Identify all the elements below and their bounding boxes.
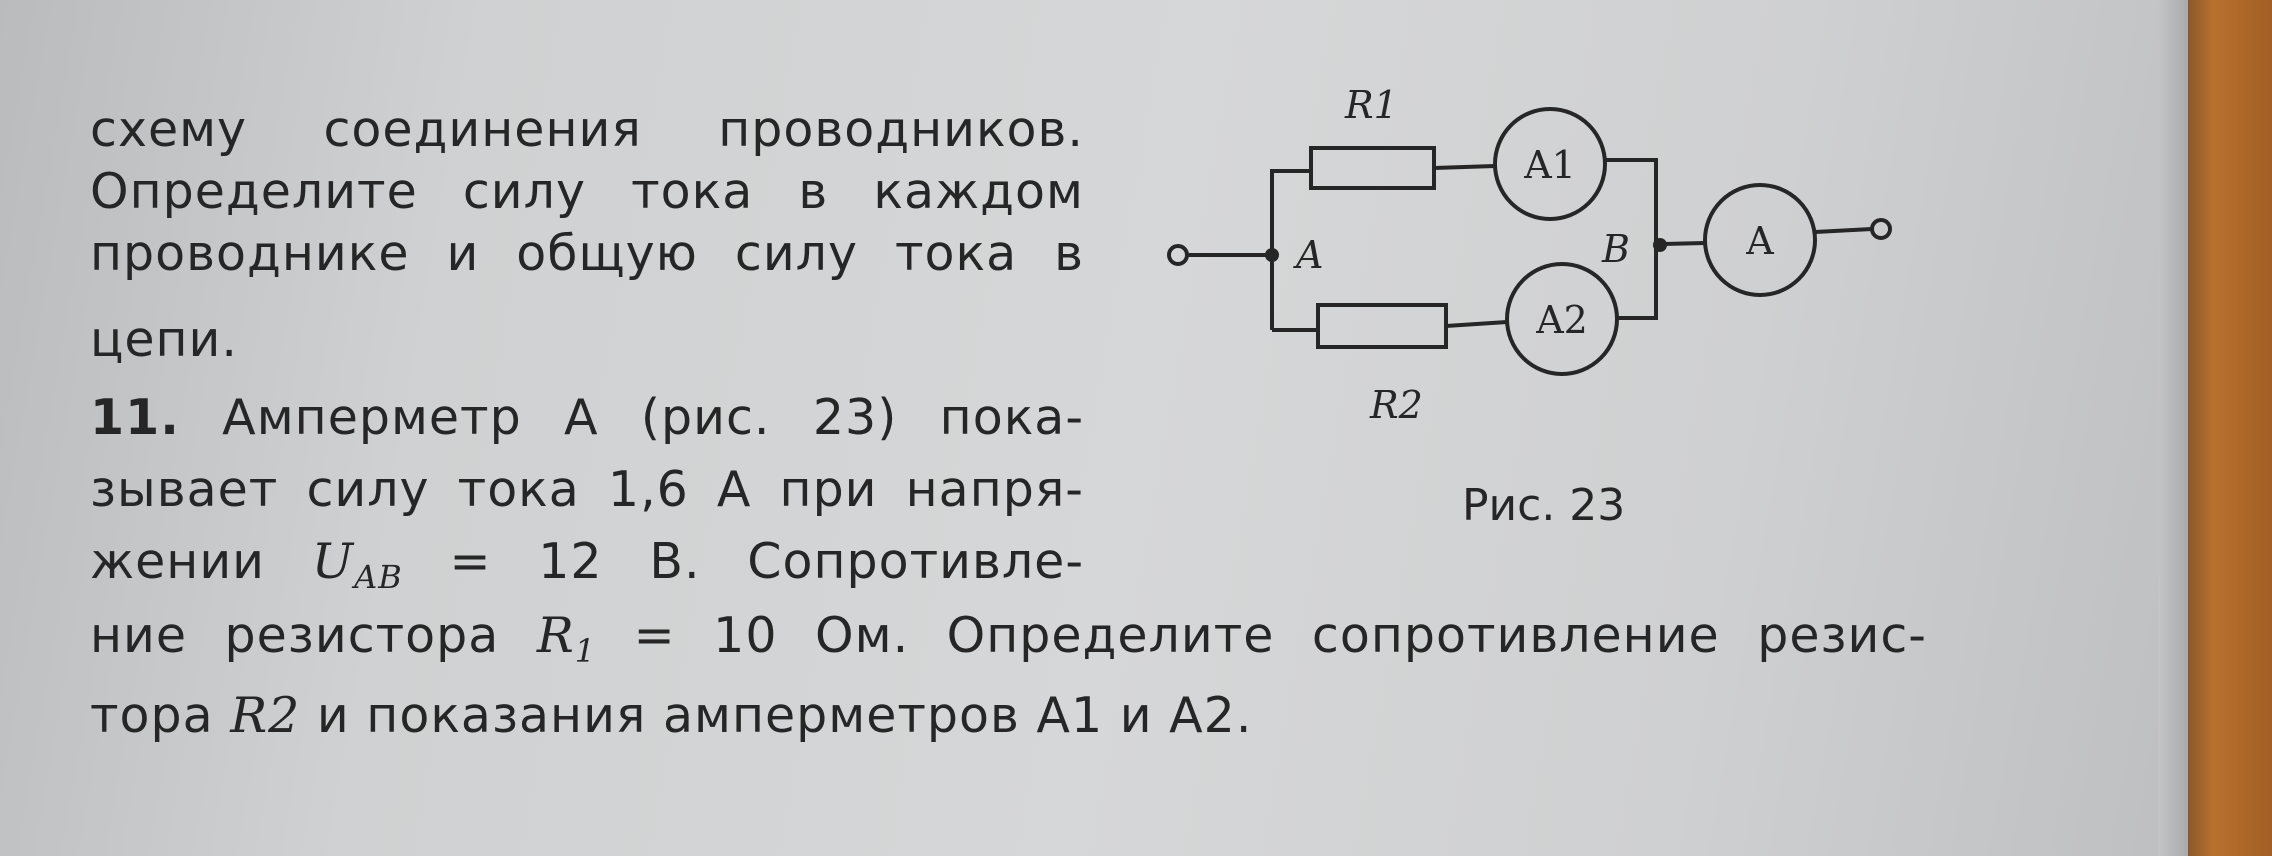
label-a1: A1 xyxy=(1523,143,1576,187)
variable-r2: R2 xyxy=(230,687,301,744)
text-line: проводнике и общую силу тока в xyxy=(90,225,1084,282)
label-node-b: B xyxy=(1601,227,1630,271)
wire xyxy=(1814,227,1873,234)
text-fragment: Амперметр А (рис. 23) пока- xyxy=(222,389,1084,446)
text-line: ние резистора R1 = 10 Ом. Определите соп… xyxy=(90,606,1927,681)
wire xyxy=(1662,241,1706,246)
ammeter-a2 xyxy=(1505,262,1619,376)
terminal-right xyxy=(1870,218,1892,240)
label-r2: R2 xyxy=(1369,383,1423,427)
variable-r1: R1 xyxy=(536,607,597,670)
ammeter-a1 xyxy=(1493,107,1607,221)
label-a: A xyxy=(1745,219,1774,263)
text-line: жении UAB = 12 В. Сопротивле- xyxy=(90,532,1084,607)
text-line: тора R2 и показания амперметров А1 и А2. xyxy=(90,686,1252,746)
problem-11-start: 11. Амперметр А (рис. 23) пока- xyxy=(90,388,1084,448)
label-a2: A2 xyxy=(1535,298,1588,342)
text-fragment: жении xyxy=(90,533,266,590)
variable-u-ab: UAB xyxy=(311,533,403,596)
text-fragment: тора xyxy=(90,687,214,744)
text-line: Определите силу тока в каждом xyxy=(90,163,1084,220)
figure-caption: Рис. 23 xyxy=(1462,480,1626,531)
resistor-r1 xyxy=(1309,146,1436,190)
text-line: зывает силу тока 1,6 А при напря- xyxy=(90,461,1084,518)
wire xyxy=(1270,169,1311,330)
node-b-dot xyxy=(1653,238,1667,252)
wire xyxy=(1433,164,1496,170)
text-line: цепи. xyxy=(90,311,238,368)
resistor-r2 xyxy=(1316,303,1448,349)
terminal-left xyxy=(1167,244,1189,266)
label-node-a: A xyxy=(1293,233,1323,277)
wire xyxy=(1605,158,1658,320)
text-line: схему соединения проводников. xyxy=(90,101,1084,158)
text-fragment: = 10 Ом. Определите сопротивление резис- xyxy=(633,607,1927,664)
label-r1: R1 xyxy=(1344,83,1398,127)
wire xyxy=(1445,320,1508,328)
text-fragment: и показания амперметров А1 и А2. xyxy=(316,687,1253,744)
node-a-dot xyxy=(1265,248,1279,262)
page-edge xyxy=(2158,0,2188,856)
ammeter-a xyxy=(1703,183,1817,297)
problem-number: 11. xyxy=(90,389,180,446)
text-fragment: ние резистора xyxy=(90,607,500,664)
text-fragment: = 12 В. Сопротивле- xyxy=(449,533,1085,590)
table-background xyxy=(2188,0,2272,856)
